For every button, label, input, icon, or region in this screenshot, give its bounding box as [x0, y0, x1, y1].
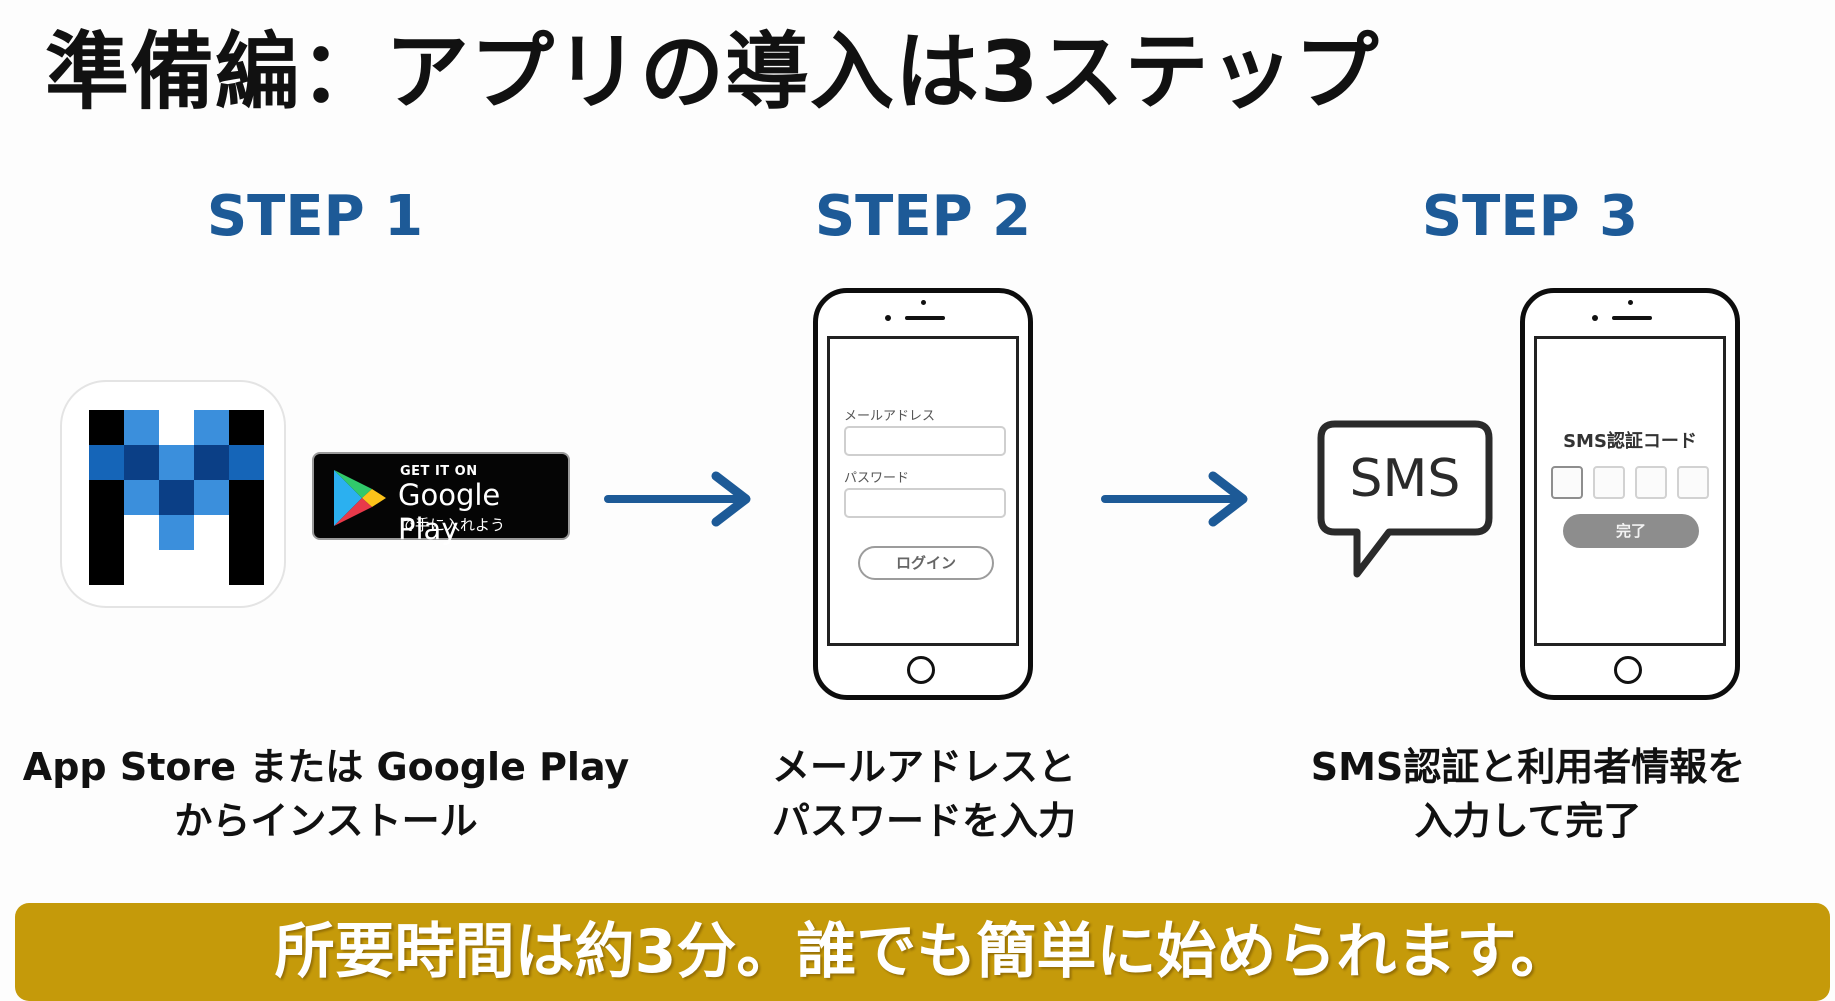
summary-banner: 所要時間は約3分。誰でも簡単に始められます。 [15, 903, 1830, 1001]
app-logo-cell [229, 480, 264, 515]
app-logo-cell [159, 445, 194, 480]
google-play-badge[interactable]: GET IT ON Google Play で手に入れよう [312, 452, 570, 546]
app-logo-cell [229, 550, 264, 585]
step-3-caption-line: 入力して完了 [1414, 799, 1642, 843]
google-play-badge-line2: Google Play [398, 478, 501, 546]
app-logo-cell [159, 410, 194, 445]
app-logo-cell [124, 445, 159, 480]
app-logo-cell [194, 480, 229, 515]
arrow-right-icon [1101, 471, 1248, 527]
phone-camera-icon [921, 300, 926, 305]
login-button[interactable]: ログイン [858, 546, 994, 580]
step-3-caption: SMS認証と利用者情報を 入力して完了 [1218, 740, 1835, 848]
smartphone-sms-code-icon: SMS認証コード 完了 [1520, 288, 1740, 700]
done-button[interactable]: 完了 [1563, 514, 1699, 548]
phone-speaker-icon [905, 316, 945, 320]
app-logo-cell [229, 410, 264, 445]
summary-banner-text: 所要時間は約3分。誰でも簡単に始められます。 [274, 917, 1571, 987]
app-logo-cell [124, 410, 159, 445]
app-logo-cell [159, 515, 194, 550]
app-logo-cell [159, 480, 194, 515]
app-logo-cell [124, 550, 159, 585]
step-1-caption: App Store または Google Play からインストール [16, 740, 636, 848]
google-play-badge-line1: GET IT ON [400, 464, 478, 479]
app-logo-cell [89, 515, 124, 550]
home-button[interactable] [1614, 656, 1642, 684]
app-logo-cell [194, 410, 229, 445]
app-logo-cell [89, 480, 124, 515]
step-1-caption-line: App Store または Google Play [22, 745, 630, 789]
step-2-caption-line: パスワードを入力 [771, 799, 1076, 843]
phone-sensor-icon [885, 315, 891, 321]
app-logo-cell [124, 515, 159, 550]
google-play-badge-line3: で手に入れよう [400, 516, 506, 534]
step-1-caption-line: からインストール [174, 799, 478, 843]
phone-screen: SMS認証コード 完了 [1534, 336, 1726, 646]
phone-camera-icon [1628, 300, 1633, 305]
code-digit-input[interactable] [1677, 466, 1709, 499]
app-logo-cell [124, 480, 159, 515]
step-3-label: STEP 3 [1421, 184, 1639, 249]
step-1-label: STEP 1 [206, 184, 424, 249]
app-logo-cell [89, 550, 124, 585]
phone-sensor-icon [1592, 315, 1598, 321]
code-digit-input[interactable] [1635, 466, 1667, 499]
step-2-caption-line: メールアドレスと [771, 745, 1076, 789]
password-label: パスワード [844, 471, 910, 486]
arrow-right-icon [604, 471, 751, 527]
phone-speaker-icon [1612, 316, 1652, 320]
code-digit-input[interactable] [1593, 466, 1625, 499]
sms-code-title: SMS認証コード [1563, 431, 1697, 452]
app-logo-m-icon [89, 410, 264, 585]
sms-bubble-text: SMS [1350, 449, 1461, 509]
app-logo-cell [194, 515, 229, 550]
step-2-caption: メールアドレスと パスワードを入力 [614, 740, 1234, 848]
app-logo-cell [159, 550, 194, 585]
password-field[interactable] [844, 488, 1006, 518]
code-digit-input[interactable] [1551, 466, 1583, 499]
step-2-label: STEP 2 [814, 184, 1032, 249]
app-logo-cell [194, 445, 229, 480]
app-logo-cell [229, 445, 264, 480]
google-play-logo-icon [334, 470, 386, 526]
page-title: 準備編：アプリの導入は3ステップ [45, 23, 1380, 121]
phone-screen: メールアドレス パスワード ログイン [827, 336, 1019, 646]
email-field[interactable] [844, 426, 1006, 456]
email-label: メールアドレス [844, 409, 936, 424]
step-3-caption-line: SMS認証と利用者情報を [1310, 745, 1746, 789]
app-logo-cell [89, 410, 124, 445]
app-logo-cell [194, 550, 229, 585]
home-button[interactable] [907, 656, 935, 684]
app-logo-cell [229, 515, 264, 550]
app-icon [60, 380, 286, 608]
app-logo-cell [89, 445, 124, 480]
smartphone-login-icon: メールアドレス パスワード ログイン [813, 288, 1033, 700]
sms-bubble-icon: SMS [1317, 420, 1493, 578]
